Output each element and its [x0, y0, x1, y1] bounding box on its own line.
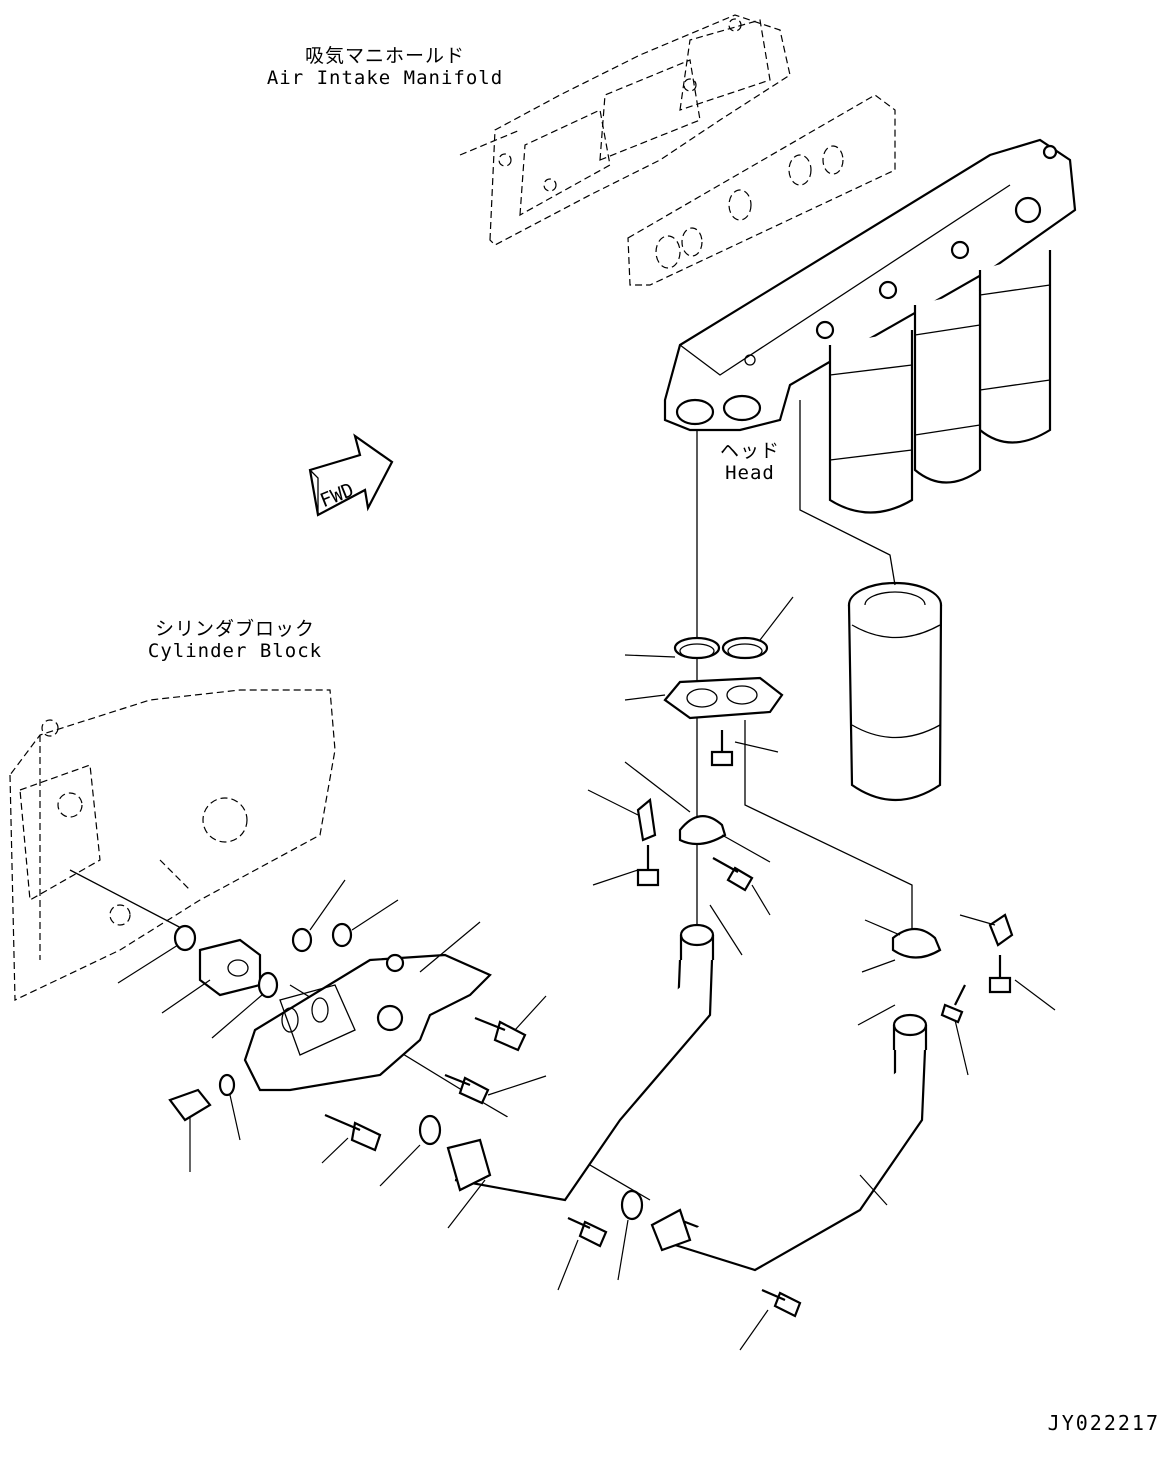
cylinder-block-label: シリンダブロック Cylinder Block — [120, 618, 350, 662]
fwd-arrow: FWD — [308, 433, 394, 517]
head-seals — [663, 636, 784, 720]
air-intake-manifold-label-en: Air Intake Manifold — [266, 67, 504, 89]
air-intake-manifold-label-jp: 吸気マニホールド — [304, 45, 465, 67]
mounted-filters — [828, 250, 1052, 514]
head-label: ヘッド Head — [700, 440, 800, 484]
head-label-en: Head — [725, 462, 775, 484]
air-intake-manifold-label: 吸気マニホールド Air Intake Manifold — [250, 45, 520, 89]
clamps — [636, 797, 1014, 959]
bolts — [168, 730, 1012, 1318]
tube-left — [446, 923, 715, 1202]
cylinder-block — [9, 689, 336, 1001]
air-intake-manifold — [459, 14, 896, 286]
filter-cartridge — [847, 581, 943, 801]
leader-lines — [117, 596, 1056, 1351]
oil-cooler-adapter — [198, 938, 492, 1092]
o-rings-left — [173, 922, 644, 1221]
cylinder-block-label-jp: シリンダブロック — [154, 618, 315, 640]
assembly-lines — [69, 400, 913, 1201]
filter-head — [663, 138, 1077, 432]
tube-right — [650, 1013, 928, 1272]
head-label-jp: ヘッド — [719, 440, 780, 462]
drawing-number: JY022217 — [1047, 1411, 1160, 1435]
cylinder-block-label-en: Cylinder Block — [147, 640, 323, 662]
